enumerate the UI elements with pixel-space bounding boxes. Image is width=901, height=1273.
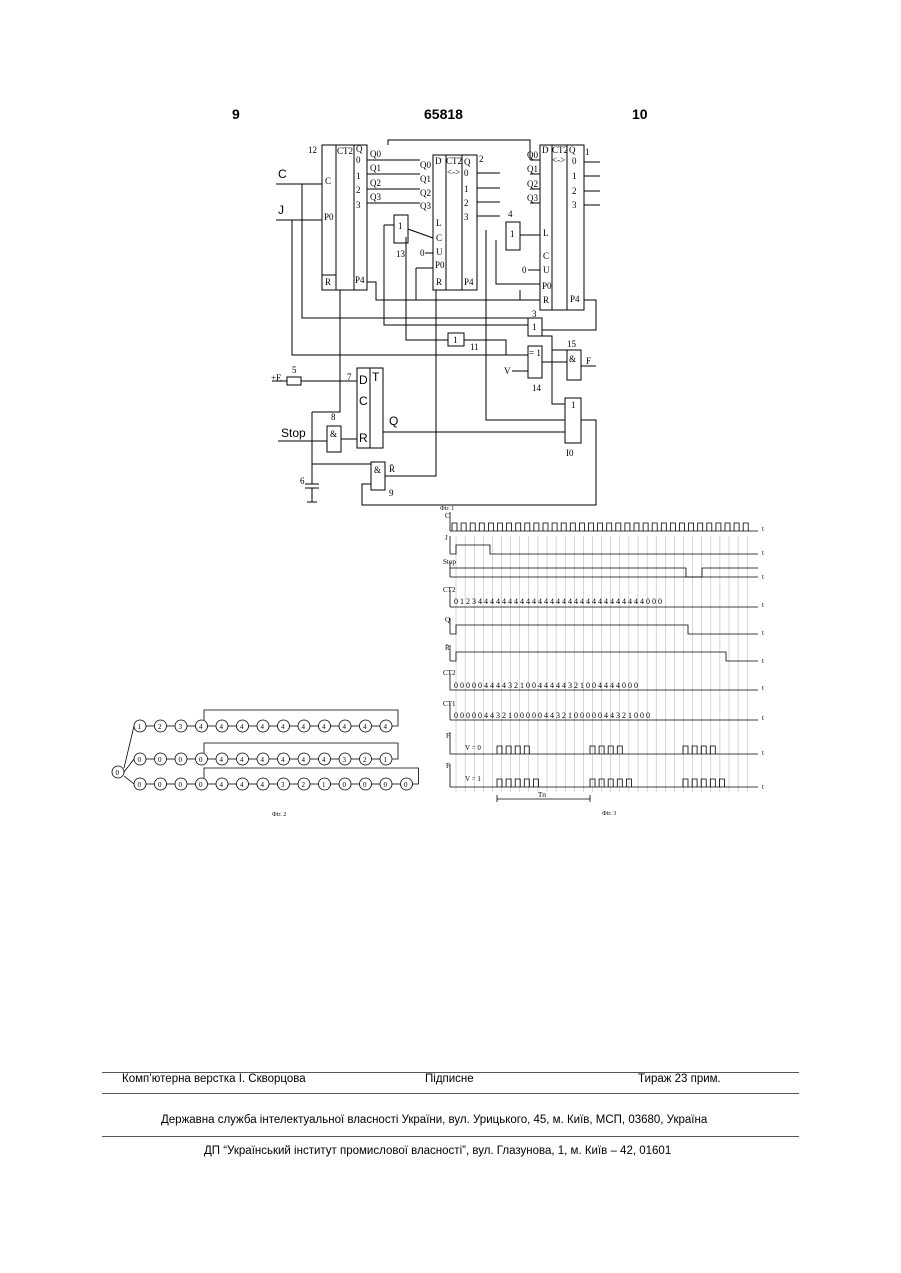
- svg-text:4: 4: [261, 781, 265, 789]
- svg-text:0: 0: [404, 781, 408, 789]
- svg-text:0: 0: [158, 756, 162, 764]
- svg-text:1: 1: [322, 781, 326, 789]
- svg-text:4: 4: [281, 723, 285, 731]
- svg-text:4: 4: [322, 756, 326, 764]
- footer-agency: Державна служба інтелектуальної власност…: [161, 1114, 707, 1126]
- svg-text:1: 1: [384, 756, 388, 764]
- svg-text:4: 4: [363, 723, 367, 731]
- svg-text:3: 3: [343, 756, 347, 764]
- footer-rule-2: [102, 1093, 799, 1094]
- svg-text:0: 0: [138, 781, 142, 789]
- footer-signed: Підписне: [425, 1073, 474, 1085]
- svg-text:4: 4: [220, 723, 224, 731]
- svg-text:4: 4: [220, 781, 224, 789]
- svg-text:0: 0: [384, 781, 388, 789]
- footer-circulation: Тираж 23 прим.: [638, 1073, 721, 1085]
- svg-text:4: 4: [302, 723, 306, 731]
- svg-text:0: 0: [363, 781, 367, 789]
- svg-text:2: 2: [302, 781, 306, 789]
- svg-text:4: 4: [240, 723, 244, 731]
- svg-text:0: 0: [199, 781, 203, 789]
- svg-text:4: 4: [220, 756, 224, 764]
- footer-institute: ДП “Український інститут промислової вла…: [204, 1145, 671, 1157]
- svg-text:4: 4: [384, 723, 388, 731]
- svg-text:4: 4: [281, 756, 285, 764]
- svg-text:0: 0: [343, 781, 347, 789]
- footer-layout: Комп’ютерна верстка І. Скворцова: [122, 1073, 306, 1085]
- svg-text:0: 0: [138, 756, 142, 764]
- svg-text:3: 3: [281, 781, 285, 789]
- svg-text:0: 0: [199, 756, 203, 764]
- svg-text:0: 0: [179, 781, 183, 789]
- svg-text:4: 4: [261, 756, 265, 764]
- svg-text:4: 4: [302, 756, 306, 764]
- svg-text:0: 0: [158, 781, 162, 789]
- svg-text:2: 2: [158, 723, 162, 731]
- footer-rule-3: [102, 1136, 799, 1137]
- svg-text:4: 4: [199, 723, 203, 731]
- svg-text:0: 0: [179, 756, 183, 764]
- svg-text:4: 4: [343, 723, 347, 731]
- svg-text:3: 3: [179, 723, 183, 731]
- fig2-caption: Фіг. 2: [272, 812, 286, 818]
- svg-text:4: 4: [240, 781, 244, 789]
- svg-text:0: 0: [116, 769, 120, 777]
- svg-text:4: 4: [240, 756, 244, 764]
- svg-text:4: 4: [261, 723, 265, 731]
- svg-text:1: 1: [138, 723, 142, 731]
- svg-text:2: 2: [363, 756, 367, 764]
- svg-text:4: 4: [322, 723, 326, 731]
